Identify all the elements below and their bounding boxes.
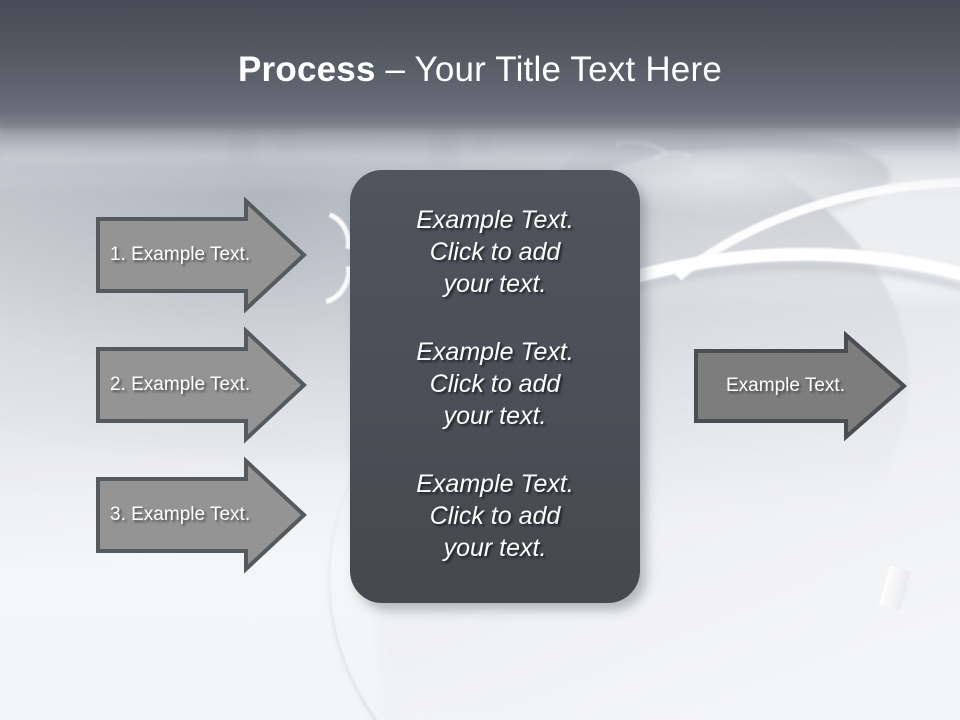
input-arrow-step-3-label: 3. Example Text. (110, 504, 251, 525)
input-arrow-step-3[interactable]: 3. Example Text. (96, 456, 307, 574)
panel-text-block-3[interactable]: Example Text. Click to add your text. (379, 468, 611, 564)
input-arrow-step-1-label: 1. Example Text. (110, 244, 251, 265)
right-arrow-icon (96, 326, 307, 444)
title-band-fade (0, 118, 960, 170)
page-title-strong: Process (238, 50, 376, 89)
panel-block-3-line-2: Click to add (429, 502, 561, 530)
panel-block-3-line-3: your text. (443, 534, 547, 562)
title-band (0, 0, 960, 128)
output-arrow-result-label: Example Text. (726, 375, 845, 396)
panel-block-1-line-2: Click to add (429, 238, 561, 266)
panel-block-1-line-3: your text. (443, 270, 547, 298)
panel-block-2-line-1: Example Text. (416, 338, 574, 366)
page-title-rest: – Your Title Text Here (375, 50, 722, 89)
right-arrow-icon (96, 456, 307, 574)
panel-block-2-line-2: Click to add (429, 370, 561, 398)
input-arrow-step-1[interactable]: 1. Example Text. (96, 196, 307, 314)
panel-block-3-line-1: Example Text. (416, 470, 574, 498)
input-arrow-step-2-label: 2. Example Text. (110, 374, 251, 395)
page-title: Process – Your Title Text Here (0, 48, 960, 92)
input-arrow-step-2[interactable]: 2. Example Text. (96, 326, 307, 444)
panel-block-2-line-3: your text. (443, 402, 547, 430)
right-arrow-icon (694, 330, 908, 442)
panel-text-block-2[interactable]: Example Text. Click to add your text. (379, 336, 611, 432)
panel-block-1-line-1: Example Text. (416, 206, 574, 234)
center-content-panel[interactable]: Example Text. Click to add your text. Ex… (350, 170, 640, 603)
right-arrow-icon (96, 196, 307, 314)
output-arrow-result[interactable]: Example Text. (694, 330, 908, 442)
panel-text-block-1[interactable]: Example Text. Click to add your text. (379, 204, 611, 300)
